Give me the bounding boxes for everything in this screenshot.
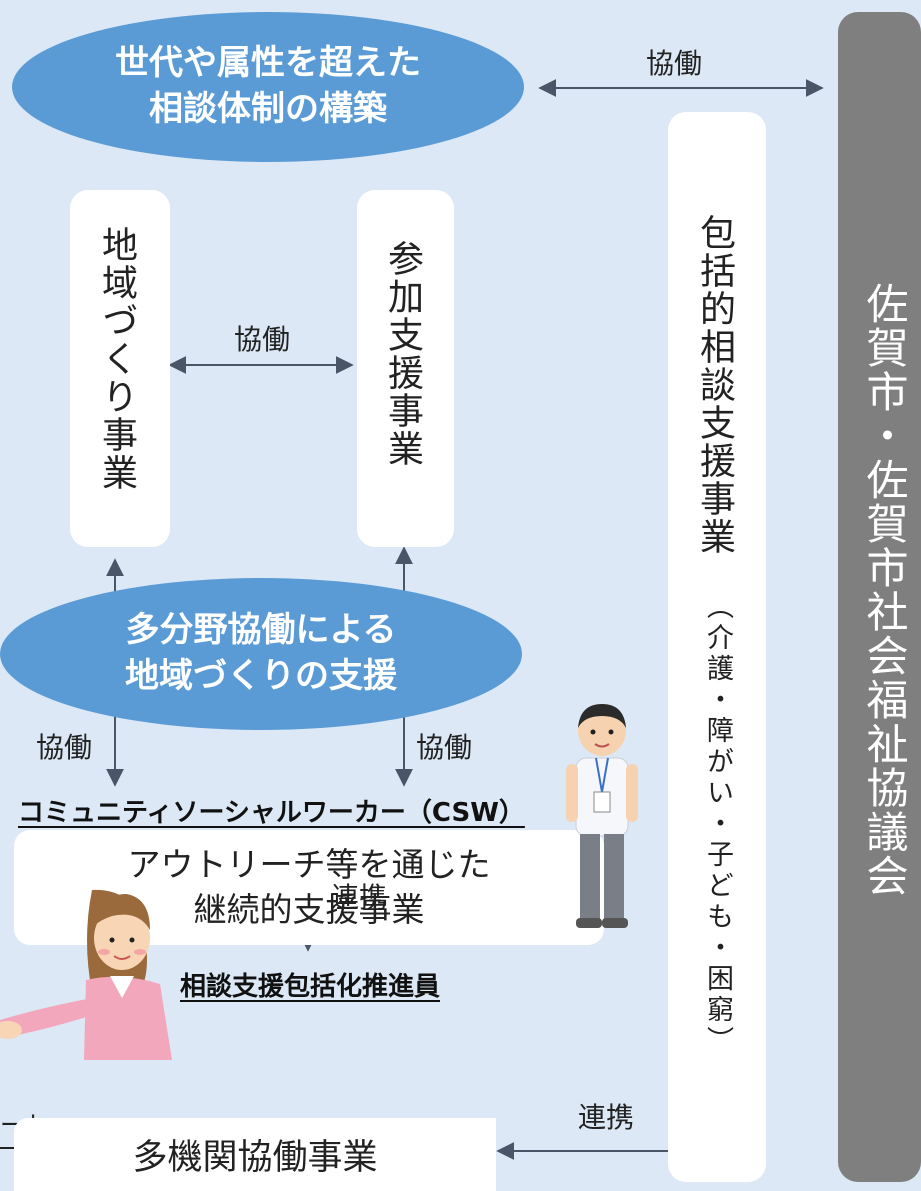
box-sanka-shien-label: 参加支援事業 <box>382 240 423 468</box>
csw-title: コミュニティソーシャルワーカー（CSW） <box>18 798 525 828</box>
box-houkatsu: 包括的相談支援事業 ︵介護・障がい・子ども・困窮︶ <box>668 112 766 1182</box>
box-houkatsu-label: 包括的相談支援事業 <box>694 214 735 556</box>
side-band: 佐賀市・佐賀市社会福祉協議会 <box>838 12 921 1182</box>
female-worker-illustration <box>0 889 172 1060</box>
box-chiiki-zukuri: 地域づくり事業 <box>70 190 170 547</box>
label-kyodo-right: 協働 <box>416 731 473 764</box>
box-sanka-shien: 参加支援事業 <box>357 190 454 547</box>
mid-ellipse-line2: 地域づくりの支援 <box>125 656 397 696</box>
label-kyodo-left: 協働 <box>36 731 93 764</box>
side-band-label: 佐賀市・佐賀市社会福祉協議会 <box>860 282 909 898</box>
top-ellipse-line2: 相談体制の構築 <box>149 89 387 129</box>
top-ellipse-line1: 世代や属性を超えた <box>115 43 421 84</box>
multi-agency-box-label: 多機関協働事業 <box>132 1138 378 1178</box>
box-chiiki-zukuri-label: 地域づくり事業 <box>96 226 137 492</box>
multi-agency-box: 多機関協働事業 <box>14 1118 496 1191</box>
label-renkei-mid: 連携 <box>331 881 388 914</box>
top-ellipse: 世代や属性を超えた 相談体制の構築 <box>12 12 524 162</box>
male-worker-illustration <box>566 704 638 928</box>
label-renkei-bottom: 連携 <box>578 1101 635 1134</box>
mid-ellipse: 多分野協働による 地域づくりの支援 <box>0 578 522 730</box>
csw-box-line2: 継続的支援事業 <box>193 889 425 929</box>
label-kyodo-top: 協働 <box>646 47 703 80</box>
csw-box-line1: アウトリーチ等を通じた <box>127 844 491 884</box>
promoter-title: 相談支援包括化推進員 <box>180 972 441 1002</box>
mid-ellipse-line1: 多分野協働による <box>125 610 397 651</box>
label-kyodo-mid: 協働 <box>234 323 291 356</box>
box-houkatsu-sub: ︵介護・障がい・子ども・困窮︶ <box>702 592 733 1057</box>
